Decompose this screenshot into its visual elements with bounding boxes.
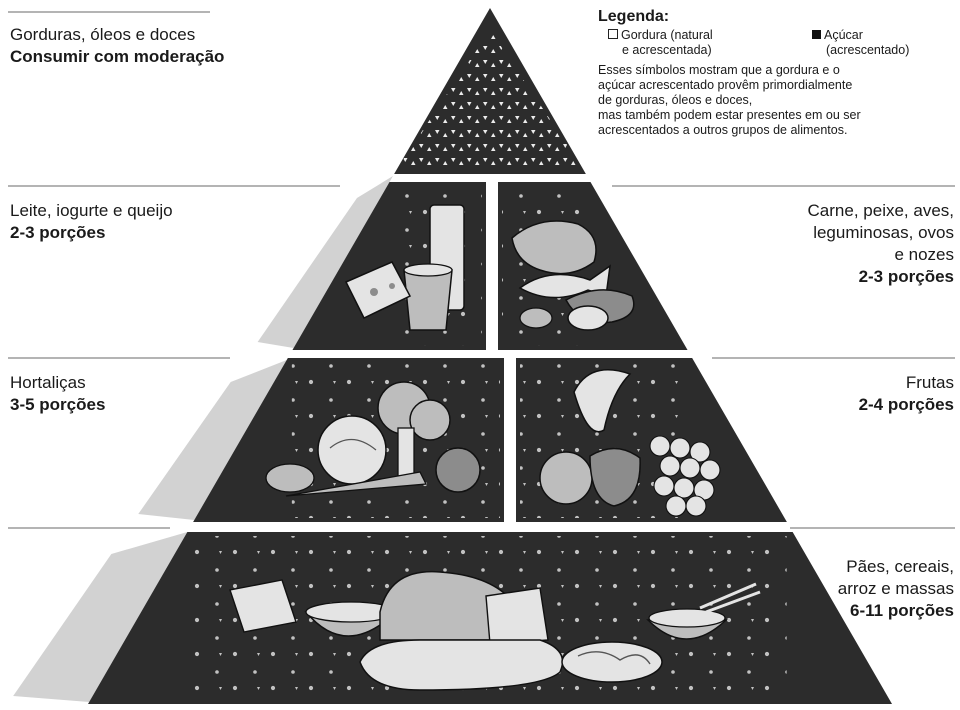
label-dairy-serving: 2-3 porções <box>10 222 173 244</box>
label-protein: Carne, peixe, aves, leguminosas, ovos e … <box>808 200 954 288</box>
label-fruits-name: Frutas <box>859 372 954 394</box>
pasta-plate-icon <box>562 642 662 682</box>
apple-icon <box>540 452 592 504</box>
cabbage-icon <box>318 416 386 484</box>
legend-fat-item: Gordura (natural e acrescentada) <box>608 28 713 58</box>
label-grains-serving: 6-11 porções <box>838 600 954 622</box>
legend-fat-label-1: Gordura (natural <box>621 28 713 42</box>
legend-sugar-label-2: (acrescentado) <box>812 43 909 58</box>
label-protein-name-2: leguminosas, ovos <box>808 222 954 244</box>
label-grains: Pães, cereais, arroz e massas 6-11 porçõ… <box>838 556 954 622</box>
label-vegetables-serving: 3-5 porções <box>10 394 105 416</box>
label-grains-name-1: Pães, cereais, <box>838 556 954 578</box>
open-triangle-icon <box>608 29 618 39</box>
potato-icon <box>266 464 314 492</box>
legend-note-line-1: Esses símbolos mostram que a gordura e o <box>598 63 948 78</box>
label-fats: Gorduras, óleos e doces Consumir com mod… <box>10 24 224 68</box>
tomato-icon <box>436 448 480 492</box>
legend-note-line-3: de gorduras, óleos e doces, <box>598 93 948 108</box>
legend-note-line-4: mas também podem estar presentes em ou s… <box>598 108 948 123</box>
label-vegetables: Hortaliças 3-5 porções <box>10 372 105 416</box>
tier-fats-symbols <box>399 30 582 166</box>
legend-note: Esses símbolos mostram que a gordura e o… <box>598 63 948 138</box>
label-protein-name-1: Carne, peixe, aves, <box>808 200 954 222</box>
legend-sugar-item: Açúcar (acrescentado) <box>812 28 909 58</box>
label-protein-serving: 2-3 porções <box>808 266 954 288</box>
label-fruits: Frutas 2-4 porções <box>859 372 954 416</box>
label-dairy-name: Leite, iogurte e queijo <box>10 200 173 222</box>
label-vegetables-name: Hortaliças <box>10 372 105 394</box>
label-fats-serving: Consumir com moderação <box>10 46 224 68</box>
baguette-icon <box>360 640 563 690</box>
solid-triangle-icon <box>812 30 821 39</box>
yogurt-cup-icon <box>404 264 452 330</box>
legend-note-line-2: açúcar acrescentado provêm primordialmen… <box>598 78 948 93</box>
label-grains-name-2: arroz e massas <box>838 578 954 600</box>
legend: Legenda: Gordura (natural e acrescentada… <box>598 9 948 138</box>
label-fats-name: Gorduras, óleos e doces <box>10 24 224 46</box>
label-protein-name-3: e nozes <box>808 244 954 266</box>
label-fruits-serving: 2-4 porções <box>859 394 954 416</box>
legend-fat-label-2: e acrescentada) <box>608 43 713 58</box>
legend-note-line-5: acrescentados a outros grupos de aliment… <box>598 123 948 138</box>
legend-sugar-label-1: Açúcar <box>824 28 863 42</box>
label-dairy: Leite, iogurte e queijo 2-3 porções <box>10 200 173 244</box>
legend-title: Legenda: <box>598 9 948 24</box>
